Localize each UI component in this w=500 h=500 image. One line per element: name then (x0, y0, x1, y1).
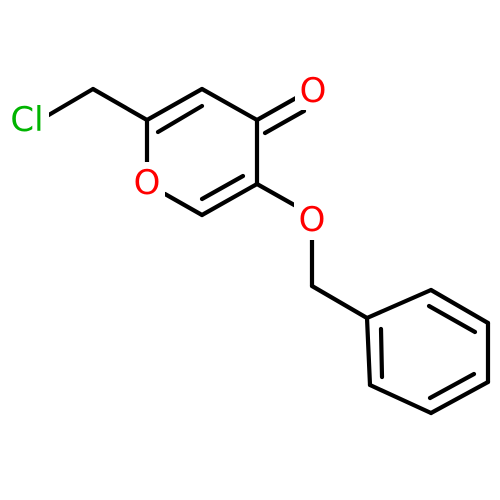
bond-c6-o1 (162, 191, 205, 218)
bond-c5-c6-double (199, 173, 246, 202)
bond-c5-c6 (199, 181, 260, 218)
o-ring-label-bg (129, 162, 165, 202)
bond-cl-ch2 (44, 86, 96, 119)
bond-c4-o-carbonyl (254, 95, 299, 123)
bond-c2-c3 (144, 86, 205, 123)
bond-ph2-ph3 (428, 287, 491, 326)
chlorine-label: Cl (10, 100, 43, 140)
bond-c4-o-carbonyl-double (262, 108, 307, 136)
o-ether-label-bg (294, 200, 330, 240)
bond-ch2-c2 (90, 86, 150, 123)
bond-ph5-ph6 (367, 382, 434, 416)
carbonyl-oxygen-label: O (300, 71, 327, 111)
ether-oxygen-label: O (299, 200, 326, 240)
bond-c5-o-ether (254, 181, 299, 209)
bond-c3-c4 (199, 86, 260, 123)
bond-ph-inner-2 (427, 371, 477, 401)
cl-label-bg (5, 100, 49, 140)
bond-ph1-ph2 (364, 287, 434, 321)
ring-oxygen-label: O (134, 163, 161, 203)
bond-ph-inner-1 (426, 303, 478, 335)
bond-c2-c3-double (155, 103, 205, 135)
bond-ph-inner-3 (378, 326, 385, 380)
o-carbonyl-label-bg (295, 70, 331, 110)
bond-ph4-ph5 (428, 379, 491, 416)
bond-ch2-phenyl (309, 283, 370, 321)
bond-ph6-ph1 (364, 315, 373, 388)
